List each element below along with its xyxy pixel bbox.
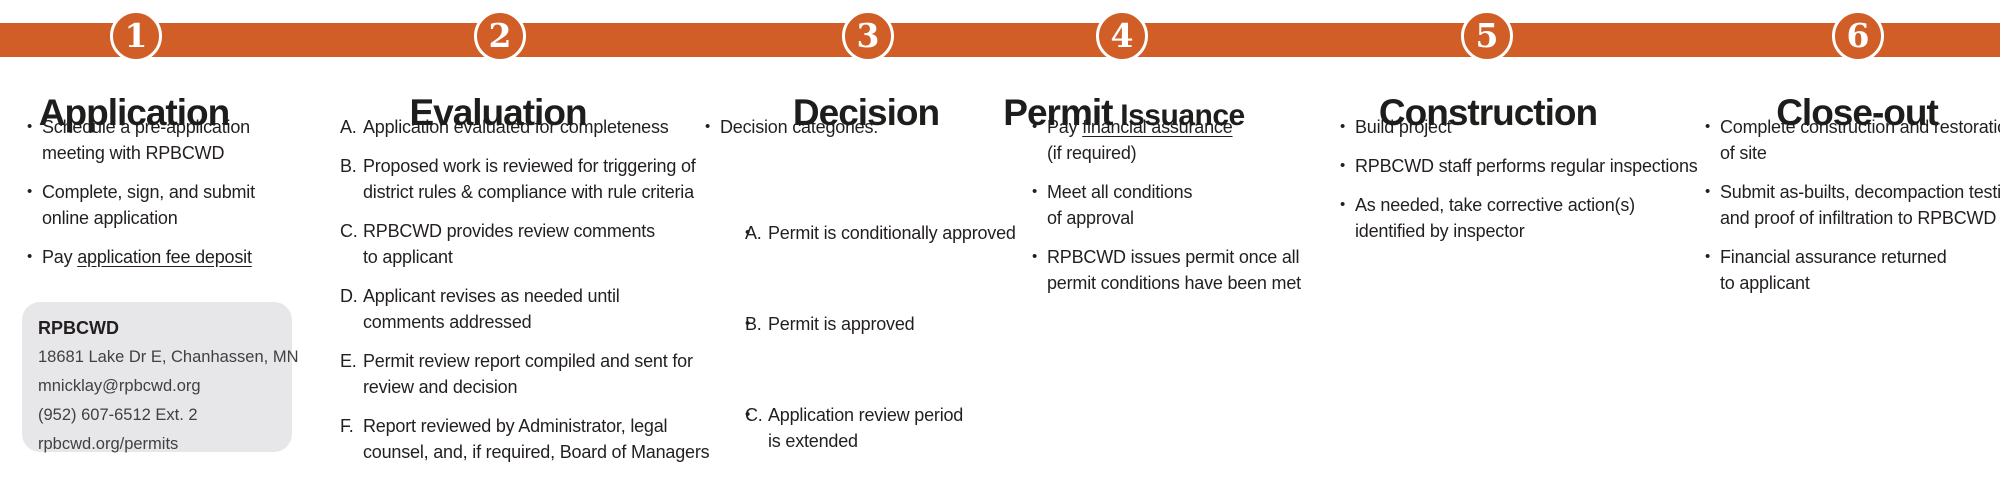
list-item-text: Financial assurance returned to applican… bbox=[1720, 247, 1947, 293]
item-letter: B. bbox=[340, 156, 357, 176]
list-item-text: As needed, take corrective action(s) ide… bbox=[1355, 195, 1635, 241]
permit-issuance-list: Pay financial assurance (if required) Me… bbox=[1032, 114, 1301, 309]
list-item-text: Submit as-builts, decompaction testing a… bbox=[1720, 182, 2000, 228]
list-item-text: Decision categories: bbox=[720, 117, 879, 137]
list-item: B. Proposed work is reviewed for triggeri… bbox=[340, 153, 709, 205]
title-evaluation-text: Evaluation bbox=[409, 91, 587, 133]
construction-list: Build project RPBCWD staff performs regu… bbox=[1340, 114, 1698, 257]
step-5-number: 5 bbox=[1475, 15, 1499, 55]
list-item: As needed, take corrective action(s) ide… bbox=[1340, 192, 1698, 244]
process-timeline-bar bbox=[0, 23, 2000, 57]
decision-list: Decision categories: A. Permit is conditi… bbox=[705, 114, 1016, 477]
list-item: Financial assurance returned to applican… bbox=[1705, 244, 2000, 296]
list-item: RPBCWD issues permit once all permit con… bbox=[1032, 244, 1301, 296]
list-item-text: RPBCWD provides review comments to appli… bbox=[363, 221, 655, 267]
list-item: Complete, sign, and submit online applic… bbox=[27, 179, 255, 231]
contact-address: 18681 Lake Dr E, Chanhassen, MN bbox=[38, 348, 299, 366]
list-item-text: RPBCWD issues permit once all permit con… bbox=[1047, 247, 1301, 293]
contact-email: mnicklay@rpbcwd.org bbox=[38, 377, 201, 395]
list-item: C.RPBCWD provides review comments to app… bbox=[340, 218, 709, 270]
close-out-list: Complete construction and restoration of… bbox=[1705, 114, 2000, 309]
list-item: Meet all conditions of approval bbox=[1032, 179, 1301, 231]
item-letter: F. bbox=[340, 416, 354, 436]
list-item-text: Pay bbox=[1047, 117, 1083, 137]
step-2-circle: 2 bbox=[474, 10, 526, 62]
list-item-text: RPBCWD staff performs regular inspection… bbox=[1355, 156, 1698, 176]
step-1-circle: 1 bbox=[110, 10, 162, 62]
list-item: A. Application evaluated for completeness bbox=[340, 114, 709, 140]
contact-phone: (952) 607-6512 Ext. 2 bbox=[38, 406, 198, 424]
list-item-text: Application evaluated for completeness bbox=[363, 117, 669, 137]
contact-name: RPBCWD bbox=[38, 318, 119, 338]
step-6-circle: 6 bbox=[1832, 10, 1884, 62]
list-item-text: Applicant revises as needed until commen… bbox=[363, 286, 620, 332]
step-5-circle: 5 bbox=[1461, 10, 1513, 62]
application-list: Schedule a pre-application meeting with … bbox=[27, 114, 255, 283]
list-item-text: Proposed work is reviewed for triggering… bbox=[363, 156, 696, 202]
step-6-number: 6 bbox=[1846, 15, 1870, 55]
title-evaluation: Evaluation bbox=[409, 91, 587, 133]
list-item-text: Application review period is extended bbox=[768, 405, 964, 451]
item-letter: D. bbox=[340, 286, 358, 306]
application-fee-deposit-link[interactable]: application fee deposit bbox=[77, 247, 252, 267]
list-item: A. Permit is conditionally approved bbox=[745, 220, 1016, 246]
step-4-circle: 4 bbox=[1096, 10, 1148, 62]
list-item-text: Complete construction and restoration of… bbox=[1720, 117, 2000, 163]
list-item-text: Permit is conditionally approved bbox=[768, 223, 1016, 243]
list-item: Submit as-builts, decompaction testing a… bbox=[1705, 179, 2000, 231]
step-4-number: 4 bbox=[1110, 15, 1134, 55]
list-item: F. Report reviewed by Administrator, lega… bbox=[340, 413, 710, 465]
list-item-text: Pay bbox=[42, 247, 78, 267]
list-item: C.Application review period is extended bbox=[745, 402, 1016, 454]
item-letter: C. bbox=[340, 221, 358, 241]
list-item-text: Meet all conditions of approval bbox=[1047, 182, 1193, 228]
item-letter: A. bbox=[340, 117, 357, 137]
list-item: Pay application fee deposit bbox=[27, 244, 255, 270]
contact-panel: RPBCWD 18681 Lake Dr E, Chanhassen, MN m… bbox=[22, 302, 299, 453]
decision-categories-list: A. Permit is conditionally approved B. Per… bbox=[745, 168, 1016, 477]
step-1-number: 1 bbox=[124, 15, 148, 55]
step-3-number: 3 bbox=[856, 15, 880, 55]
list-item: Build project bbox=[1340, 114, 1698, 140]
list-item: B. Permit is approved bbox=[745, 311, 1016, 337]
item-letter: C. bbox=[745, 405, 763, 425]
list-item: Pay financial assurance (if required) bbox=[1032, 114, 1301, 166]
contact-website: rpbcwd.org/permits bbox=[38, 435, 179, 453]
list-item: RPBCWD staff performs regular inspection… bbox=[1340, 153, 1698, 179]
list-item: E. Permit review report compiled and sent… bbox=[340, 348, 709, 400]
list-item-text: Permit is approved bbox=[768, 314, 915, 334]
item-letter: A. bbox=[745, 223, 762, 243]
list-item: Decision categories: A. Permit is conditi… bbox=[705, 114, 1016, 477]
list-item: Schedule a pre-application meeting with … bbox=[27, 114, 255, 166]
list-item-text: (if required) bbox=[1047, 143, 1137, 163]
list-item-text: Permit review report compiled and sent f… bbox=[363, 351, 693, 397]
evaluation-list: A. Application evaluated for completeness… bbox=[340, 114, 710, 477]
list-item-text: Complete, sign, and submit online applic… bbox=[42, 182, 255, 228]
list-item-text: Build project bbox=[1355, 117, 1452, 137]
financial-assurance-link[interactable]: financial assurance bbox=[1082, 117, 1233, 137]
list-item-text: Report reviewed by Administrator, legal … bbox=[363, 416, 710, 462]
list-item-text: Schedule a pre-application meeting with … bbox=[42, 117, 250, 163]
item-letter: B. bbox=[745, 314, 762, 334]
step-2-number: 2 bbox=[488, 15, 512, 55]
list-item: D.Applicant revises as needed until comm… bbox=[340, 283, 709, 335]
item-letter: E. bbox=[340, 351, 357, 371]
step-3-circle: 3 bbox=[842, 10, 894, 62]
list-item: Complete construction and restoration of… bbox=[1705, 114, 2000, 166]
